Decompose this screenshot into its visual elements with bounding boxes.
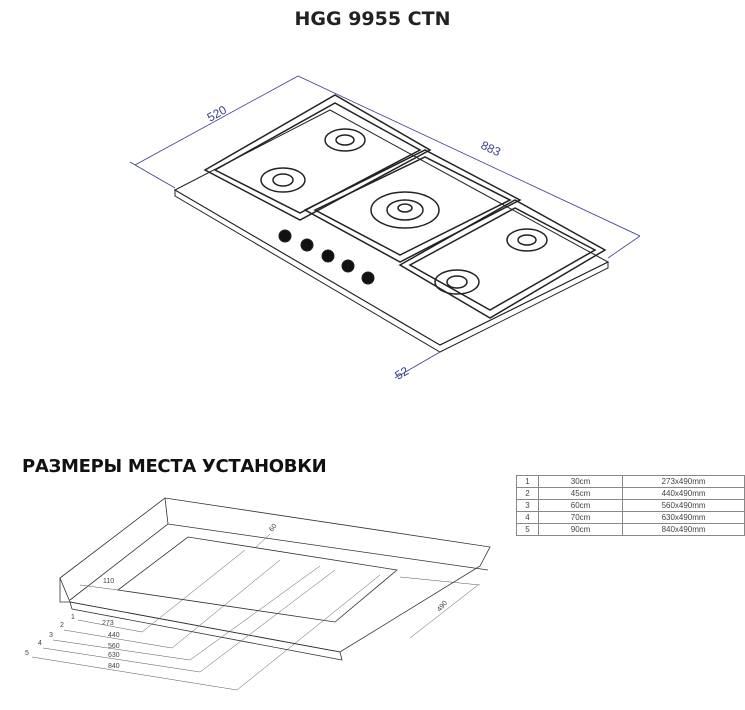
width-index: 2 — [60, 622, 64, 629]
cell-n: 4 — [516, 511, 539, 524]
cell-cutout: 273x490mm — [622, 475, 745, 488]
cutout — [116, 536, 398, 623]
install-title: РАЗМЕРЫ МЕСТА УСТАНОВКИ — [22, 456, 327, 477]
width-value: 560 — [108, 643, 120, 650]
width-index: 4 — [38, 640, 42, 647]
width-value: 840 — [108, 663, 120, 670]
cell-n: 5 — [516, 523, 539, 536]
dimension-lines — [129, 75, 641, 379]
product-title: HGG 9955 CTN — [294, 8, 451, 30]
width-value: 273 — [102, 620, 114, 627]
width-index: 1 — [71, 614, 75, 621]
grate-center — [303, 149, 522, 263]
cell-n: 3 — [516, 499, 539, 512]
dim-cutout-depth: 490 — [436, 600, 449, 614]
cell-size: 60cm — [537, 499, 624, 512]
width-index: 5 — [25, 650, 29, 657]
cell-cutout: 560x490mm — [622, 499, 745, 512]
dim-offset-back: 60 — [268, 523, 278, 534]
dim-offset-side: 110 — [103, 578, 114, 585]
cell-n: 2 — [516, 487, 539, 500]
grate-left — [203, 94, 432, 221]
width-value: 440 — [108, 632, 120, 639]
cell-cutout: 840x490mm — [622, 523, 745, 536]
dim-height: 52 — [393, 364, 412, 383]
hob-plate — [173, 109, 610, 353]
cell-n: 1 — [516, 475, 539, 488]
hob-drawing: 520 883 52 — [129, 75, 641, 383]
cell-cutout: 440x490mm — [622, 487, 745, 500]
width-value: 630 — [108, 652, 120, 659]
grate-right — [398, 199, 607, 319]
control-knobs — [278, 229, 375, 285]
cell-size: 70cm — [537, 511, 624, 524]
width-index: 3 — [49, 632, 53, 639]
cell-cutout: 630x490mm — [622, 511, 745, 524]
cell-size: 45cm — [537, 487, 624, 500]
cell-size: 30cm — [537, 475, 624, 488]
cell-size: 90cm — [537, 523, 624, 536]
